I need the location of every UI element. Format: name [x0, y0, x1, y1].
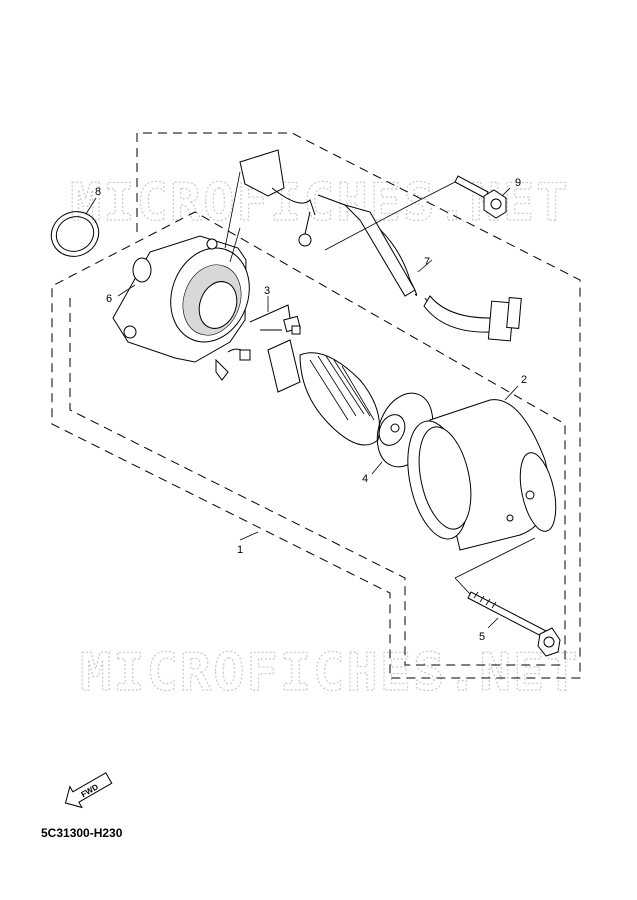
watermark-bottom: MICROFICHES.NET: [80, 643, 580, 703]
front-cover-part[interactable]: [112, 235, 262, 363]
part-label-9: 9: [515, 177, 521, 189]
part-label-1: 1: [237, 544, 243, 556]
brush-holder-part[interactable]: [215, 304, 301, 381]
part-label-3: 3: [264, 285, 270, 297]
part-label-4: 4: [362, 473, 368, 485]
assembly-outline-outer: [69, 298, 565, 666]
assembly-outline-inner: [51, 132, 581, 679]
part-label-6: 6: [106, 293, 112, 305]
part-label-5: 5: [479, 631, 485, 643]
fwd-arrow-icon: FWD: [64, 772, 113, 809]
part-label-7: 7: [424, 256, 430, 268]
part-label-2: 2: [521, 374, 527, 386]
lead-wire-part[interactable]: [239, 149, 522, 342]
part-label-8: 8: [95, 186, 101, 198]
diagram-code: 5C31300-H230: [41, 826, 123, 840]
armature-part[interactable]: [267, 339, 410, 450]
o-ring-part[interactable]: [44, 204, 106, 264]
bolt-part-9[interactable]: [454, 175, 507, 219]
yoke-assembly-part[interactable]: [398, 399, 562, 551]
